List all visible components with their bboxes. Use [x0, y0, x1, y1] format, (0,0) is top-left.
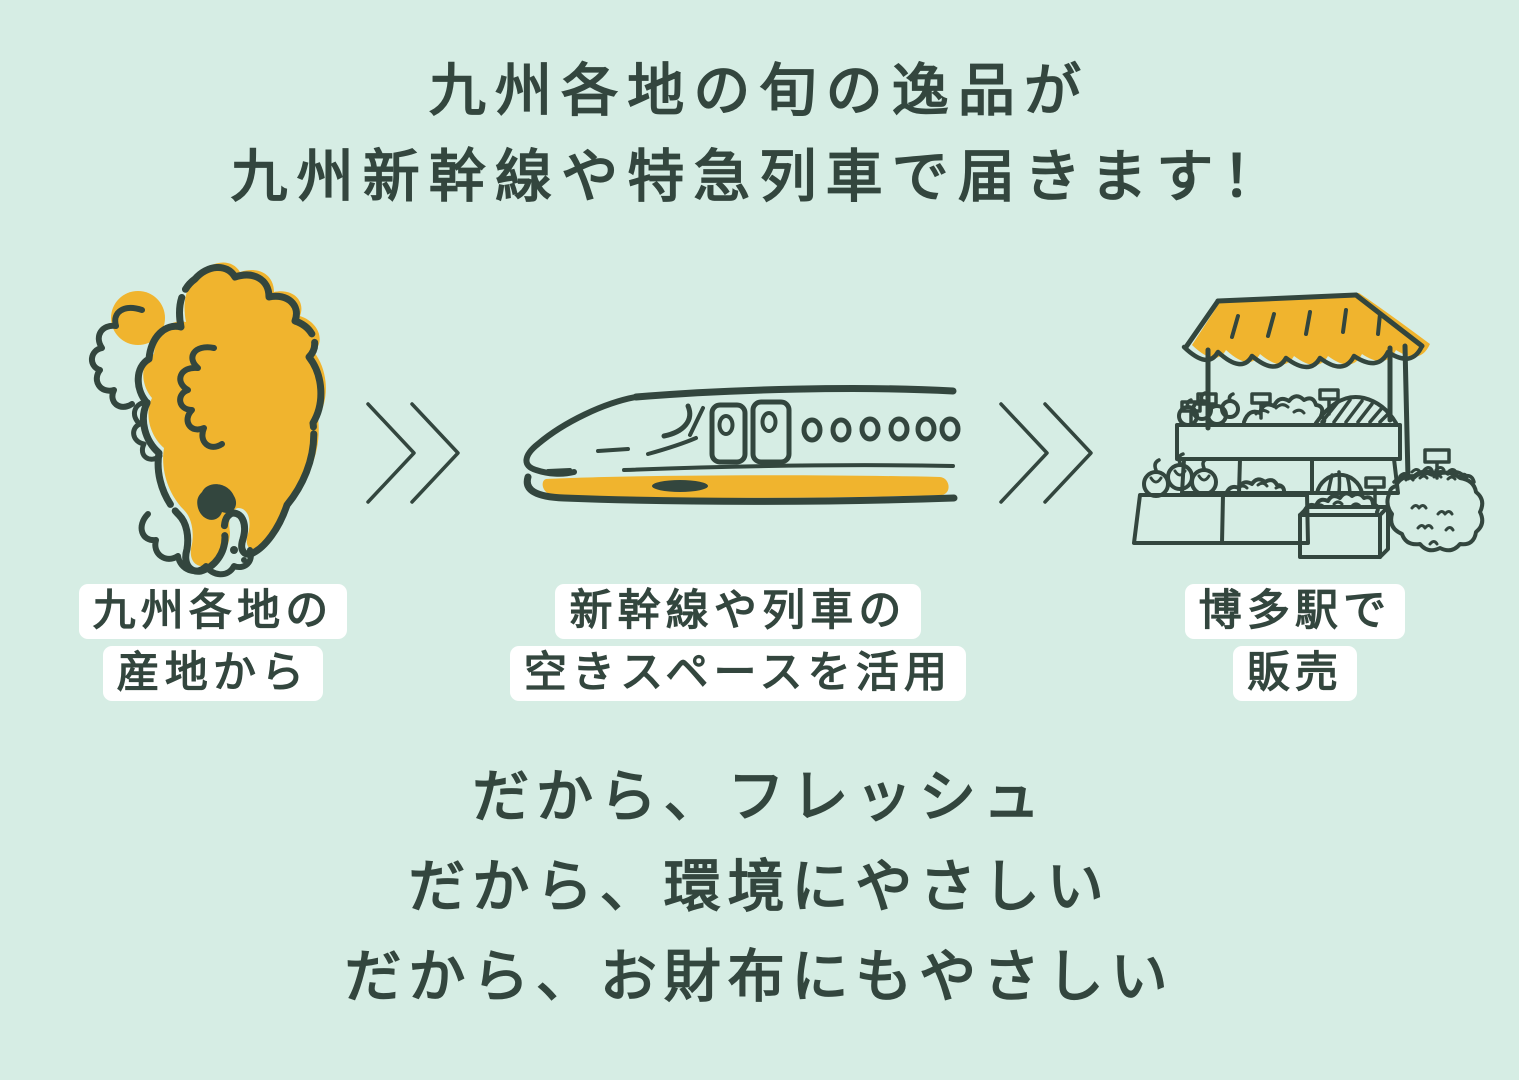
- double-chevron-right-icon: [999, 402, 1093, 504]
- caption-line: 産地から: [13, 646, 413, 701]
- step-transport-line-2: 空きスペースを活用: [509, 646, 967, 701]
- flow-arrow-2: [995, 398, 1095, 513]
- kyushu-map-icon: [89, 262, 326, 578]
- caption-line: 空きスペースを活用: [488, 646, 988, 701]
- step-sale-line-1: 博多駅で: [1184, 584, 1406, 639]
- title-line-2: 九州新幹線や特急列車で届きます！: [230, 145, 1289, 209]
- double-chevron-right-icon: [366, 402, 460, 504]
- caption-line: 販売: [1095, 646, 1495, 701]
- caption-line: 博多駅で: [1095, 584, 1495, 639]
- title-line-1: 九州各地の旬の逸品が: [428, 59, 1091, 123]
- step-origin-line-1: 九州各地の: [78, 584, 348, 639]
- kyushu-map-illustration: [82, 252, 344, 578]
- tagline: だから、フレッシュ だから、環境にやさしい だから、お財布にもやさしい: [0, 766, 1519, 1036]
- page-title: 九州各地の旬の逸品が 九州新幹線や特急列車で届きます！: [0, 48, 1519, 220]
- caption-line: 九州各地の: [13, 584, 413, 639]
- step-sale-line-2: 販売: [1232, 646, 1358, 701]
- step-transport-line-1: 新幹線や列車の: [555, 584, 921, 639]
- tagline-line-2: だから、環境にやさしい: [408, 855, 1111, 919]
- caption-line: 新幹線や列車の: [488, 584, 988, 639]
- step-label-transport: 新幹線や列車の 空きスペースを活用: [488, 584, 988, 708]
- step-label-sale: 博多駅で 販売: [1095, 584, 1495, 708]
- market-stall-icon: [1132, 292, 1485, 559]
- tagline-line-1: だから、フレッシュ: [472, 765, 1047, 829]
- step-origin-line-2: 産地から: [102, 646, 324, 701]
- flow-arrow-1: [362, 398, 462, 513]
- step-label-origin: 九州各地の 産地から: [13, 584, 413, 708]
- shinkansen-train-illustration: [512, 378, 964, 526]
- tagline-line-3: だから、お財布にもやさしい: [344, 945, 1175, 1009]
- shinkansen-train-icon: [523, 385, 961, 505]
- market-stall-illustration: [1122, 282, 1490, 574]
